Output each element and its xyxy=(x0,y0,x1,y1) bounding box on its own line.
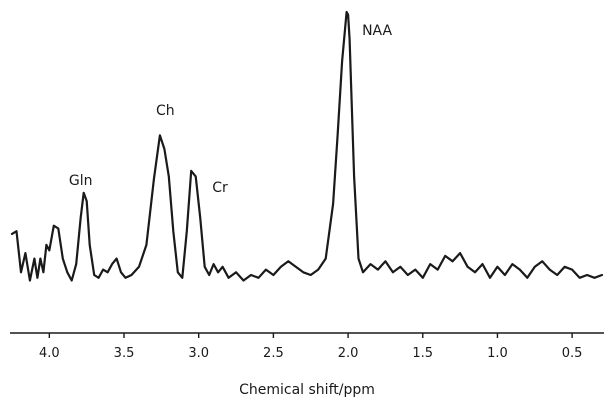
x-tick-label: 2.5 xyxy=(263,346,284,361)
x-tick-label: 3.5 xyxy=(114,346,135,361)
x-tick-label: 1.5 xyxy=(412,346,433,361)
x-tick-label: 1.0 xyxy=(487,346,508,361)
peak-label-gln: Gln xyxy=(69,173,93,189)
peak-label-ch: Ch xyxy=(156,103,175,119)
x-axis-ticks: 4.0 3.5 3.0 2.5 2.0 1.5 1.0 0.5 xyxy=(39,333,582,361)
x-axis-label: Chemical shift/ppm xyxy=(239,382,375,398)
x-tick-label: 3.0 xyxy=(188,346,209,361)
peak-label-cr: Cr xyxy=(212,180,228,196)
x-tick-label: 0.5 xyxy=(562,346,583,361)
spectrum-line xyxy=(10,10,604,282)
x-tick-label: 4.0 xyxy=(39,346,60,361)
x-tick-label: 2.0 xyxy=(338,346,359,361)
peak-label-naa: NAA xyxy=(362,23,392,39)
